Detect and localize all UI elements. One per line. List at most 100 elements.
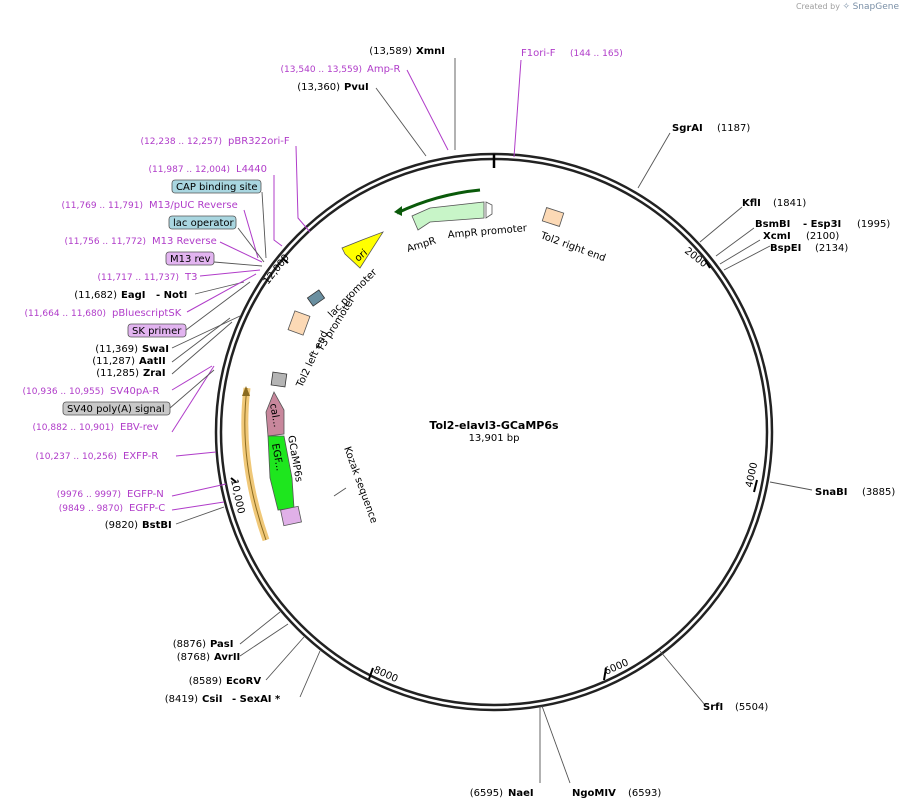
enzyme-sgrai[interactable]: SgrAI: [672, 123, 703, 134]
primer-sv40pa-r[interactable]: SV40pA-R: [110, 386, 159, 397]
enzyme-bsmbi[interactable]: BsmBI: [755, 219, 790, 230]
enzyme-esp3i[interactable]: - Esp3I: [803, 219, 841, 230]
enzyme-naei[interactable]: NaeI: [508, 788, 534, 799]
kozak-box[interactable]: [280, 505, 302, 527]
lac-region-box[interactable]: [306, 289, 326, 307]
primer-pbluescriptsk[interactable]: pBluescriptSK: [112, 308, 182, 319]
tick-10000: 10,000: [228, 477, 246, 515]
enzyme-aatii[interactable]: AatII: [139, 356, 166, 367]
calm-arrow[interactable]: [265, 391, 285, 437]
plasmid-name: Tol2-elavl3-GCaMP6s: [429, 419, 559, 432]
enzyme-pos: (9820): [105, 520, 138, 531]
tol2-right-label: Tol2 right end: [538, 230, 607, 264]
svg-text:SK primer: SK primer: [132, 326, 182, 337]
primer-m13-reverse[interactable]: M13 Reverse: [152, 236, 217, 247]
cap-binding-site-box[interactable]: CAP binding site: [171, 179, 262, 194]
primer-amp-r[interactable]: Amp-R: [367, 64, 401, 75]
enzyme-leaders: [171, 58, 813, 784]
enzyme-pos: (3885): [862, 487, 895, 498]
enzyme-pos: (11,285): [96, 368, 139, 379]
primer-range: (11,664 .. 11,680): [25, 309, 106, 319]
sv40-polya-signal-box[interactable]: SV40 poly(A) signal: [62, 401, 171, 416]
primer-m13-puc-reverse[interactable]: M13/pUC Reverse: [149, 200, 238, 211]
primer-exfp-r[interactable]: EXFP-R: [123, 451, 158, 462]
tol2-left-end-box[interactable]: [287, 310, 311, 336]
sv40-polya-box[interactable]: [270, 371, 288, 388]
enzyme-sexai[interactable]: - SexAI *: [232, 694, 281, 705]
cal-short-label: cal...: [267, 403, 282, 428]
tick-label: 10,000: [228, 478, 246, 515]
primer-range: (11,769 .. 11,791): [62, 201, 143, 211]
enzyme-ecorv[interactable]: EcoRV: [226, 676, 261, 687]
primer-range: (10,882 .. 10,901): [33, 423, 114, 433]
ampr-top-strand: [396, 188, 481, 215]
enzyme-kfli[interactable]: KflI: [742, 198, 761, 209]
enzyme-pos: (1995): [857, 219, 890, 230]
lac-operator-box[interactable]: lac operator: [168, 215, 237, 230]
primer-t3[interactable]: T3: [184, 272, 197, 283]
enzyme-bspei[interactable]: BspEI: [770, 243, 801, 254]
primer-egfp-n[interactable]: EGFP-N: [127, 489, 164, 500]
enzyme-xcmi[interactable]: XcmI: [763, 231, 791, 242]
enzyme-pos: (6593): [628, 788, 661, 799]
enzyme-ngomiv[interactable]: NgoMIV: [572, 788, 616, 799]
snapgene-credit: Created by ✧ SnapGene: [796, 2, 899, 12]
tick-label: 4000: [744, 461, 760, 488]
enzyme-avrii[interactable]: AvrII: [214, 652, 240, 663]
tol2-right-end-box[interactable]: [541, 207, 565, 227]
enzyme-pvui[interactable]: PvuI: [344, 82, 369, 93]
enzyme-swai[interactable]: SwaI: [142, 344, 169, 355]
primer-range: (11,717 .. 11,737): [98, 273, 179, 283]
primer-range: (12,238 .. 12,257): [141, 137, 222, 147]
primer-egfp-c[interactable]: EGFP-C: [129, 503, 165, 514]
enzyme-pos: (5504): [735, 702, 768, 713]
svg-text:lac operator: lac operator: [173, 218, 234, 229]
enzyme-pos: (8876): [173, 639, 206, 650]
tol2-left-label: Tol2 left end: [294, 329, 330, 390]
primer-range: (144 .. 165): [570, 49, 623, 59]
enzyme-csii[interactable]: CsiI: [202, 694, 222, 705]
primer-ebv-rev[interactable]: EBV-rev: [120, 422, 159, 433]
snapgene-logo-icon: ✧: [842, 2, 851, 12]
m13-rev-box[interactable]: M13 rev: [165, 251, 215, 266]
enzyme-srfi[interactable]: SrfI: [703, 702, 723, 713]
primer-range: (11,756 .. 11,772): [65, 237, 146, 247]
enzyme-labels: (13,589) XmnI (13,360) PvuI SgrAI (1187)…: [74, 46, 895, 799]
primer-f1ori-f[interactable]: F1ori-F: [521, 48, 556, 59]
enzyme-pos: (2134): [815, 243, 848, 254]
primer-range: (10,237 .. 10,256): [36, 452, 117, 462]
enzyme-pos: (11,287): [92, 356, 135, 367]
enzyme-bstbi[interactable]: BstBI: [142, 520, 172, 531]
ampr-label: AmpR: [406, 236, 438, 255]
ampr-arrow[interactable]: [411, 201, 485, 231]
primer-range: (11,987 .. 12,004): [149, 165, 230, 175]
svg-text:M13 rev: M13 rev: [170, 254, 211, 265]
primer-leaders: [171, 59, 522, 511]
sk-primer-box[interactable]: SK primer: [127, 323, 187, 338]
enzyme-pasi[interactable]: PasI: [210, 639, 233, 650]
enzyme-pos: (1187): [717, 123, 750, 134]
ori-arrow[interactable]: [341, 231, 384, 269]
enzyme-eagi[interactable]: EagI: [121, 290, 145, 301]
primer-pbr322ori-f[interactable]: pBR322ori-F: [228, 136, 290, 147]
enzyme-xmni[interactable]: XmnI: [416, 46, 445, 57]
backbone-outer-ring: [214, 152, 774, 712]
enzyme-snabi[interactable]: SnaBI: [815, 487, 847, 498]
primer-labels: F1ori-F (144 .. 165) (13,540 .. 13,559) …: [23, 48, 623, 514]
kozak-label: Kozak sequence: [341, 445, 379, 525]
svg-text:CAP binding site: CAP binding site: [176, 182, 258, 193]
enzyme-pos: (8589): [189, 676, 222, 687]
egfp-short-label: EGF...: [269, 443, 285, 472]
enzyme-zrai[interactable]: ZraI: [143, 368, 166, 379]
primer-l4440[interactable]: L4440: [236, 164, 267, 175]
enzyme-pos: (2100): [806, 231, 839, 242]
backbone-inner-ring: [219, 157, 769, 707]
tick-4000: 4000: [744, 461, 760, 493]
enzyme-pos: (13,589): [369, 46, 412, 57]
enzyme-noti[interactable]: - NotI: [156, 290, 187, 301]
feature-box-leaders: [169, 191, 267, 409]
ampr-top-arrowhead: [394, 206, 402, 216]
ampr-promoter-arrow[interactable]: [485, 201, 493, 219]
svg-text:SV40 poly(A) signal: SV40 poly(A) signal: [67, 404, 165, 415]
